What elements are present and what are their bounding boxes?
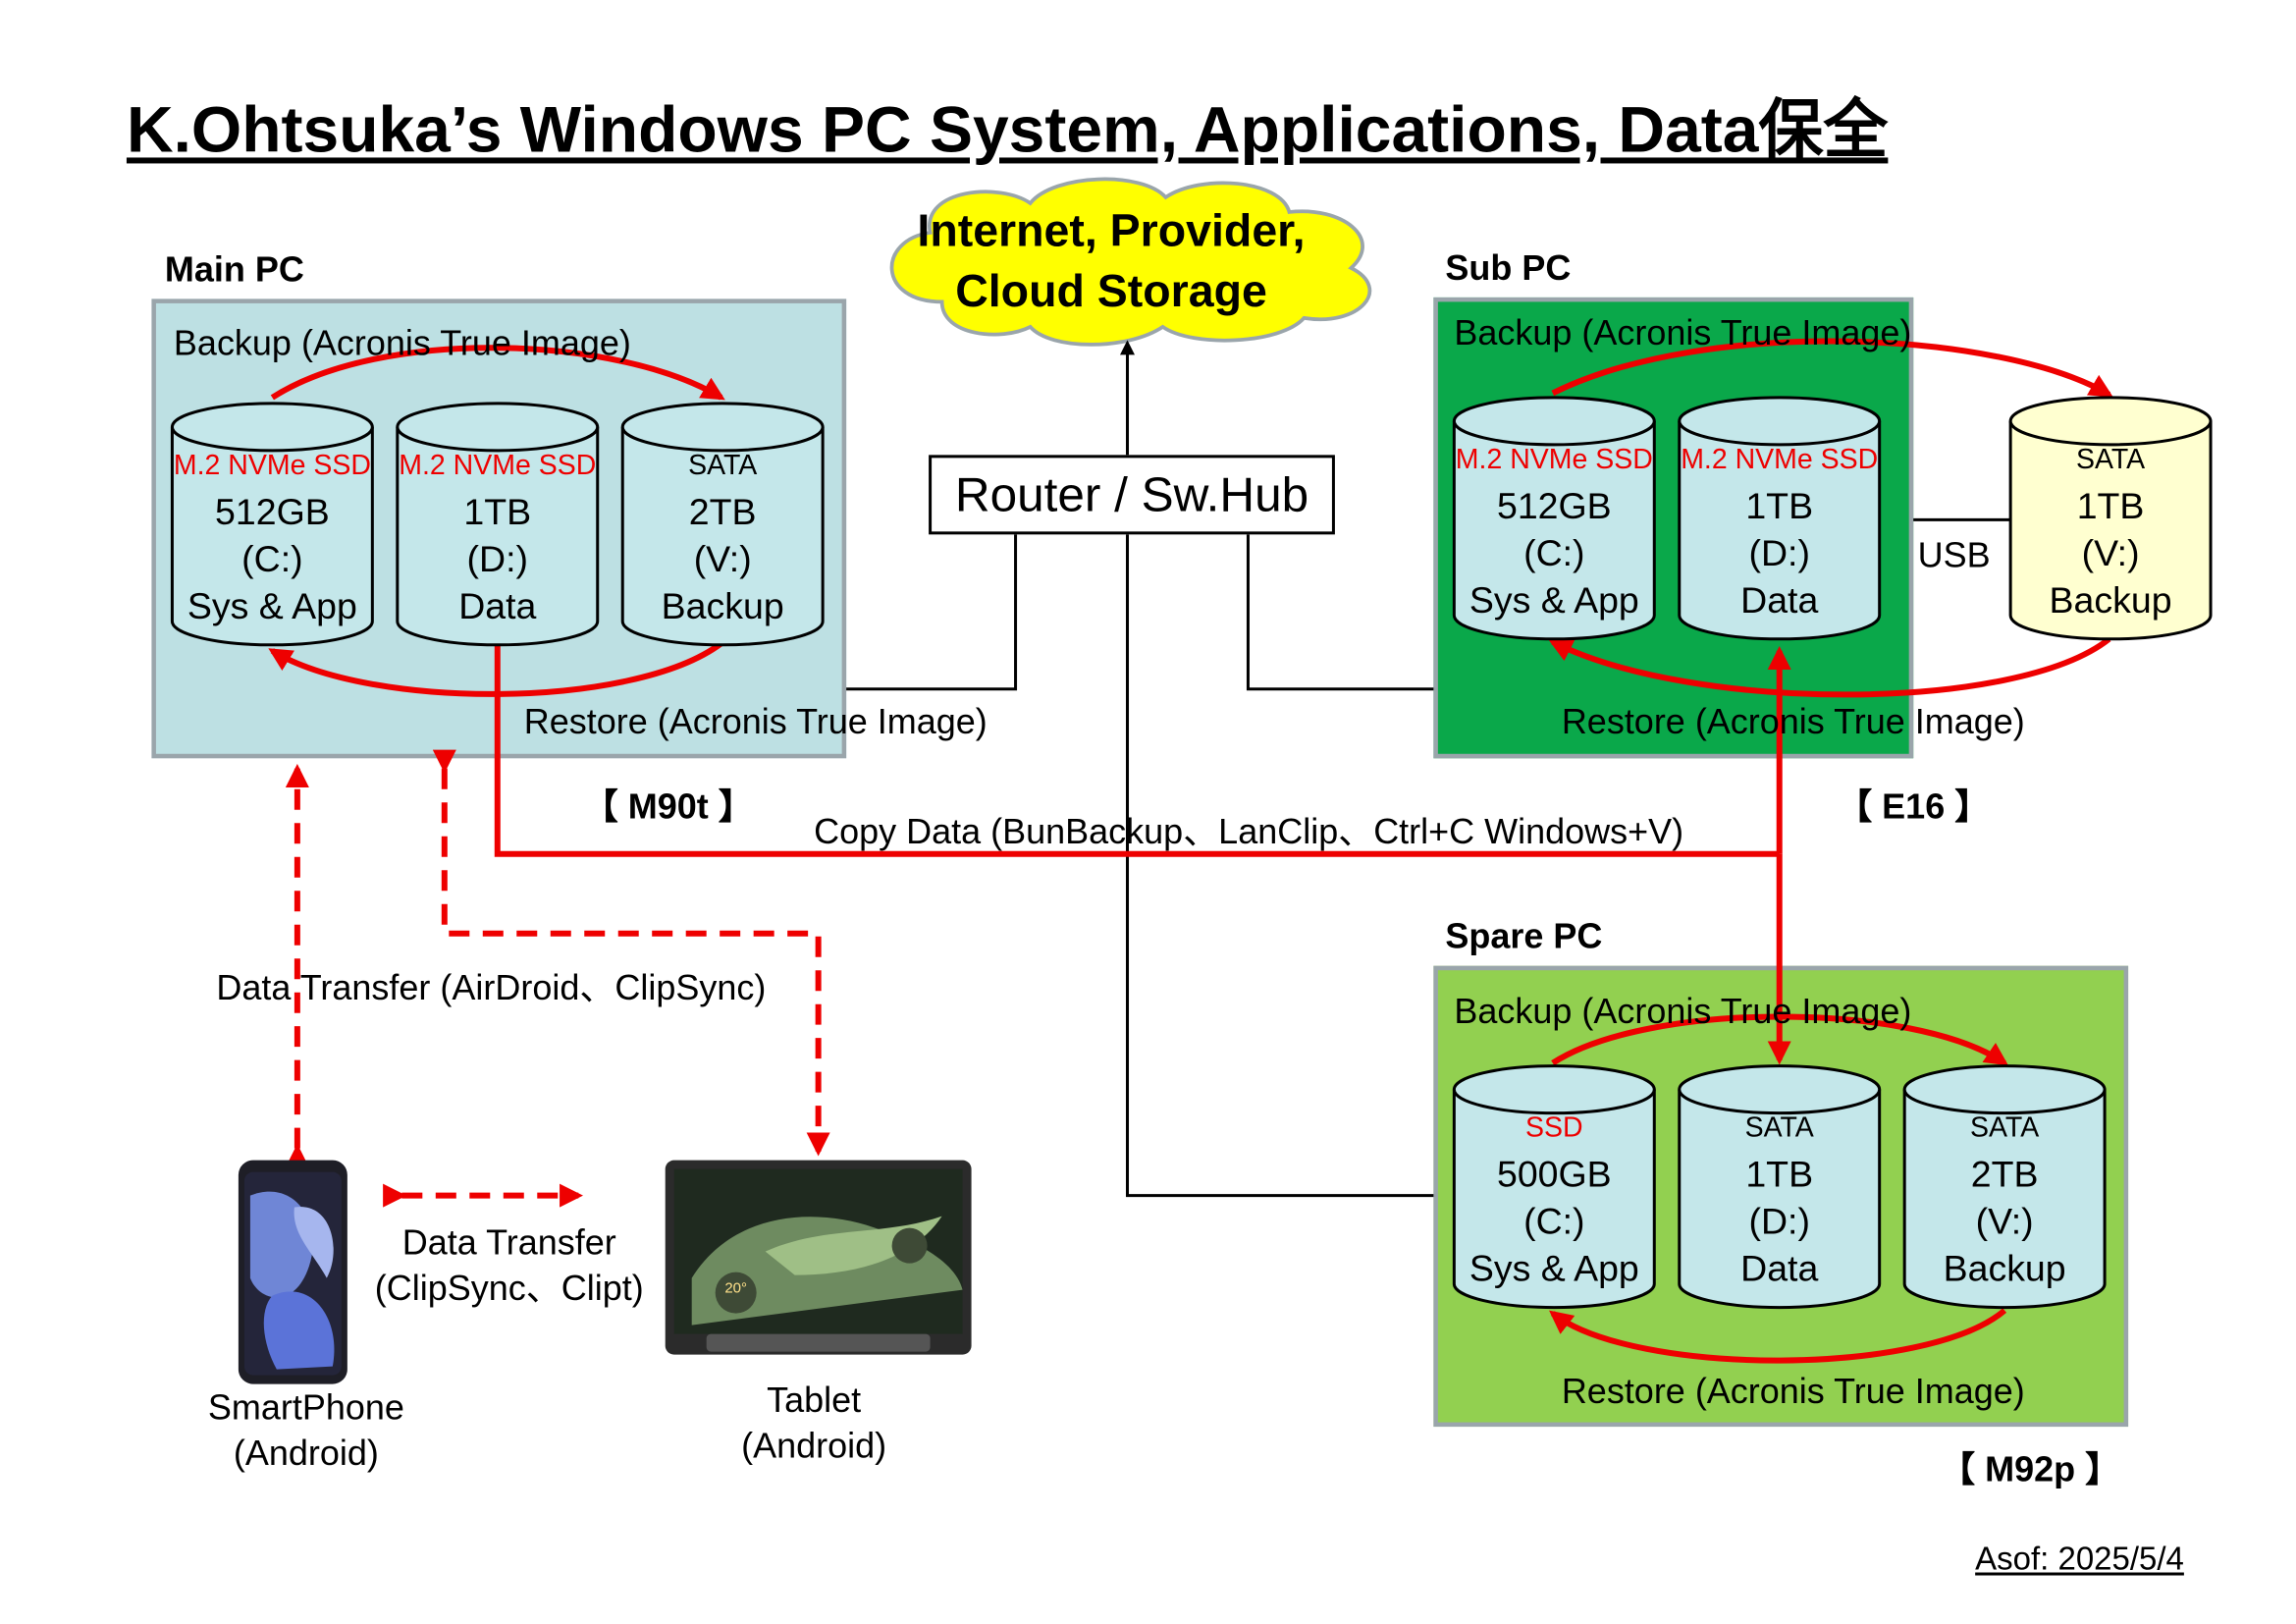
drive-type: M.2 NVMe SSD — [1681, 444, 1879, 476]
main-restore-label: Restore (Acronis True Image) — [523, 702, 988, 742]
drive-type: SATA — [688, 450, 758, 482]
spare-drive-d: SATA 1TB (D:) Data — [1677, 1063, 1883, 1314]
drive-type: M.2 NVMe SSD — [399, 450, 597, 482]
drive-type: M.2 NVMe SSD — [1455, 444, 1653, 476]
drive-use: Backup — [2049, 579, 2172, 622]
drive-letter: (C:) — [241, 538, 303, 580]
spare-pc-model: 【 M92p 】 — [1940, 1450, 2121, 1490]
main-drive-c: M.2 NVMe SSD 512GB (C:) Sys & App — [169, 401, 375, 651]
tablet-screen-temp: 20° — [724, 1280, 747, 1297]
drive-type: SATA — [1744, 1112, 1814, 1145]
spare-restore-arrow — [1549, 1308, 2007, 1364]
asof-date: Asof: 2025/5/4 — [1975, 1540, 2184, 1578]
tablet-label-line-2: (Android) — [741, 1427, 887, 1467]
drive-size: 500GB — [1496, 1154, 1612, 1196]
sub-drive-v: SATA 1TB (V:) Backup — [2007, 395, 2214, 645]
spare-pc-router-link — [1126, 534, 1434, 1198]
drive-letter: (C:) — [1523, 1201, 1585, 1243]
tablet-label-line-1: Tablet — [767, 1380, 862, 1422]
drive-letter: (C:) — [1523, 532, 1585, 574]
main-pc-model: 【 M90t 】 — [582, 787, 754, 828]
smartphone-label-line-1: SmartPhone — [207, 1388, 404, 1429]
drive-type: SATA — [1970, 1112, 2040, 1145]
drive-use: Sys & App — [1468, 579, 1639, 622]
drive-size: 2TB — [1970, 1154, 2039, 1196]
drive-use: Sys & App — [187, 585, 357, 627]
cloud-label: Internet, Provider, Cloud Storage — [883, 200, 1340, 321]
cloud-line-1: Internet, Provider, — [917, 204, 1306, 256]
spare-drive-v: SATA 2TB (V:) Backup — [1901, 1063, 2108, 1314]
cloud-line-2: Cloud Storage — [955, 264, 1267, 317]
drive-use: Data — [1740, 579, 1819, 622]
drive-use: Data — [458, 585, 537, 627]
main-drive-d: M.2 NVMe SSD 1TB (D:) Data — [395, 401, 601, 651]
data-transfer-devices-line-1: Data Transfer — [401, 1223, 616, 1264]
drive-use: Backup — [1943, 1248, 2066, 1290]
drive-letter: (V:) — [2081, 532, 2140, 574]
sub-restore-arrow — [1548, 636, 2111, 698]
cloud-shape — [889, 177, 1372, 347]
drive-letter: (D:) — [1748, 532, 1810, 574]
spare-pc-label: Spare PC — [1445, 917, 1603, 957]
spare-drive-c: SSD 500GB (C:) Sys & App — [1451, 1063, 1657, 1314]
main-drive-v: SATA 2TB (V:) Backup — [619, 401, 826, 651]
smartphone-label: SmartPhone (Android) — [174, 1385, 439, 1477]
main-backup-arrow — [270, 345, 725, 401]
smartphone-label-line-2: (Android) — [233, 1434, 379, 1475]
router-box: Router / Sw.Hub — [929, 455, 1335, 535]
drive-size: 1TB — [1745, 1154, 1814, 1196]
tablet-image: 20° — [665, 1160, 972, 1355]
drive-size: 1TB — [1745, 485, 1814, 527]
tablet-transfer-arrow — [432, 749, 830, 1157]
sub-drive-d: M.2 NVMe SSD 1TB (D:) Data — [1677, 395, 1883, 645]
sub-pc-router-link — [1246, 534, 1434, 691]
page-title: K.Ohtsuka’s Windows PC System, Applicati… — [126, 93, 1889, 167]
drive-size: 512GB — [215, 491, 330, 533]
drive-letter: (V:) — [1975, 1201, 2034, 1243]
drive-letter: (D:) — [1748, 1201, 1810, 1243]
spare-restore-label: Restore (Acronis True Image) — [1561, 1372, 2025, 1413]
drive-use: Data — [1740, 1248, 1819, 1290]
sub-pc-label: Sub PC — [1445, 248, 1572, 289]
sub-restore-label: Restore (Acronis True Image) — [1561, 702, 2025, 742]
main-pc-label: Main PC — [164, 249, 304, 291]
drive-size: 512GB — [1496, 485, 1612, 527]
usb-label: USB — [1917, 535, 1991, 576]
data-transfer-devices-line-2: (ClipSync、Clipt) — [374, 1269, 644, 1310]
main-backup-label: Backup (Acronis True Image) — [173, 323, 631, 364]
tablet-label: Tablet (Android) — [696, 1379, 932, 1470]
drive-type: SATA — [2075, 444, 2146, 476]
main-pc-router-link — [846, 534, 1018, 691]
drive-size: 1TB — [2076, 485, 2145, 527]
sub-drive-c: M.2 NVMe SSD 512GB (C:) Sys & App — [1451, 395, 1657, 645]
drive-use: Sys & App — [1468, 1248, 1639, 1290]
drive-type: M.2 NVMe SSD — [173, 450, 371, 482]
sub-pc-model: 【 E16 】 — [1837, 787, 1991, 828]
smartphone-image — [238, 1160, 347, 1384]
drive-size: 2TB — [688, 491, 757, 533]
data-transfer-devices-label: Data Transfer (ClipSync、Clipt) — [365, 1220, 654, 1312]
copy-data-label: Copy Data (BunBackup、LanClip、Ctrl+C Wind… — [814, 812, 1684, 853]
data-transfer-main-label: Data Transfer (AirDroid、ClipSync) — [216, 968, 767, 1009]
drive-size: 1TB — [463, 491, 532, 533]
spare-backup-label: Backup (Acronis True Image) — [1454, 992, 1912, 1033]
drive-use: Backup — [661, 585, 784, 627]
sub-backup-arrow — [1551, 338, 2113, 398]
drive-letter: (D:) — [466, 538, 529, 580]
sub-backup-label: Backup (Acronis True Image) — [1454, 313, 1912, 353]
drive-type: SSD — [1525, 1112, 1583, 1145]
drive-letter: (V:) — [693, 538, 752, 580]
